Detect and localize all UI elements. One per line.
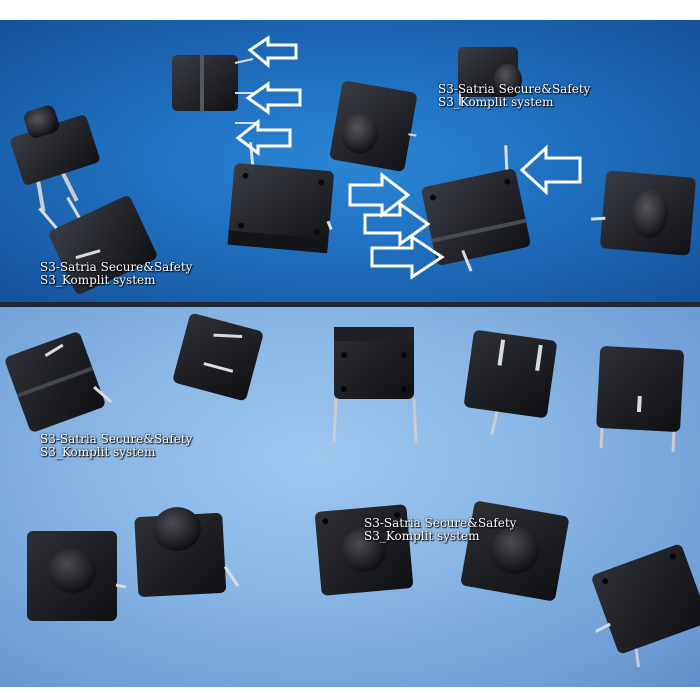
switch-b1 <box>5 332 113 432</box>
switch-b6 <box>27 531 127 621</box>
watermark-line2: S3_Komplit system <box>40 445 156 459</box>
panel-divider <box>0 302 700 307</box>
switch-top-small <box>172 55 255 124</box>
arrow-right-icon <box>348 171 411 219</box>
watermark-line2: S3_Komplit system <box>364 529 480 543</box>
watermark-line1: S3-Satria Secure&Safety <box>364 516 517 530</box>
switch-b5 <box>596 346 684 452</box>
watermark-top-left: S3-Satria Secure&Safety S3_Komplit syste… <box>40 261 192 287</box>
arrow-left-icon <box>245 81 302 115</box>
switch-b7 <box>134 507 240 597</box>
top-photo <box>10 35 696 294</box>
arrow-icons <box>235 35 582 280</box>
watermark-line2: S3_Komplit system <box>438 95 554 109</box>
watermark-line1: S3-Satria Secure&Safety <box>40 260 193 274</box>
bottom-photo-panel: S3-Satria Secure&Safety S3_Komplit syste… <box>0 307 700 687</box>
switch-b3 <box>332 327 418 444</box>
switch-b9 <box>461 501 569 601</box>
watermark-bottom-center: S3-Satria Secure&Safety S3_Komplit syste… <box>364 517 516 543</box>
bottom-photo <box>5 313 700 668</box>
arrow-left-icon <box>519 144 582 196</box>
switch-left-top <box>10 105 100 212</box>
switch-top-right <box>458 47 522 105</box>
arrow-left-icon <box>235 118 292 156</box>
watermark-line1: S3-Satria Secure&Safety <box>40 432 193 446</box>
arrow-right-icon <box>370 234 445 280</box>
switch-right-center <box>421 145 531 272</box>
watermark-line1: S3-Satria Secure&Safety <box>438 82 591 96</box>
arrow-right-icon <box>363 201 431 247</box>
switch-b4 <box>464 330 557 436</box>
switch-center-square <box>227 141 334 254</box>
top-photo-panel: S3-Satria Secure&Safety S3_Komplit syste… <box>0 20 700 303</box>
watermark-line2: S3_Komplit system <box>40 273 156 287</box>
switch-b2 <box>173 313 263 401</box>
switch-b8 <box>315 504 413 596</box>
watermark-top-right: S3-Satria Secure&Safety S3_Komplit syste… <box>438 83 590 109</box>
switch-center-button <box>329 80 417 172</box>
switch-b10 <box>592 544 700 668</box>
switch-bottom-left <box>38 196 157 294</box>
switch-far-right <box>591 170 696 256</box>
watermark-bottom-left: S3-Satria Secure&Safety S3_Komplit syste… <box>40 433 192 459</box>
arrow-left-icon <box>247 35 298 69</box>
